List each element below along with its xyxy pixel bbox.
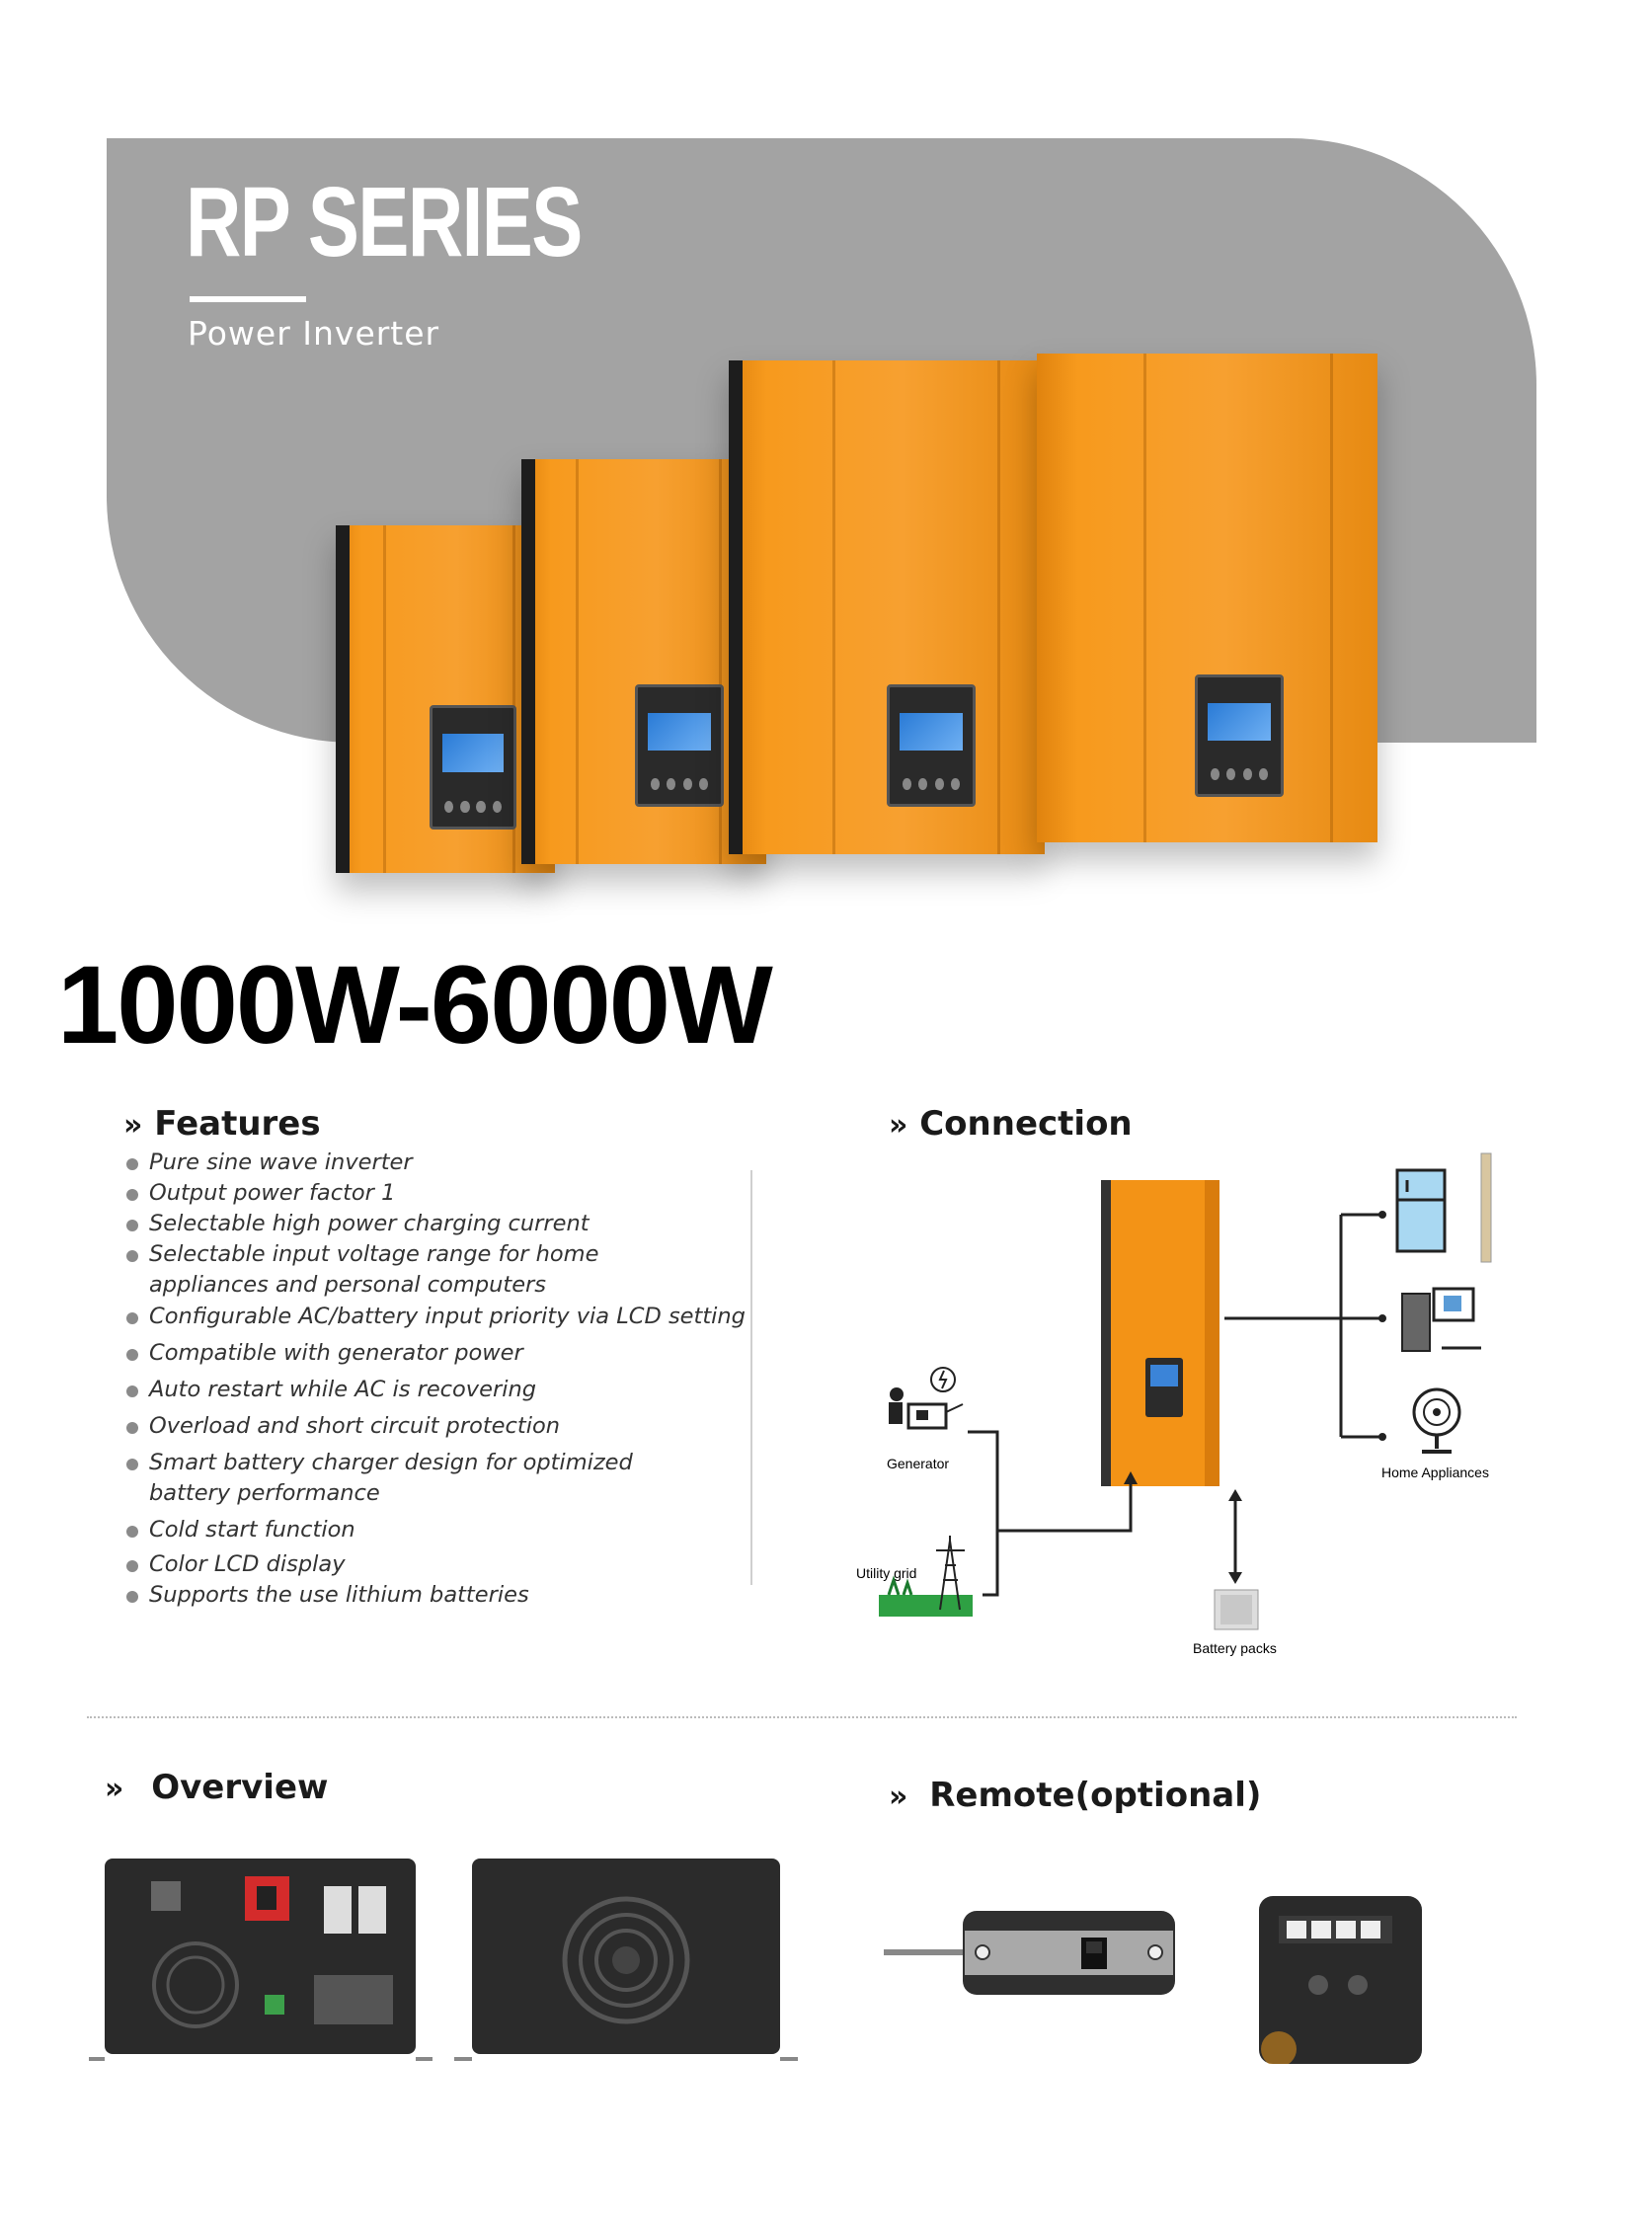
fan-icon <box>1412 1387 1461 1454</box>
feature-item: Compatible with generator power <box>126 1338 758 1369</box>
lcd-control-panel <box>1195 674 1284 797</box>
feature-item: Configurable AC/battery input priority v… <box>126 1302 758 1332</box>
feature-item: Pure sine wave inverter <box>126 1148 758 1178</box>
feature-item: Auto restart while AC is recovering <box>126 1375 758 1405</box>
transmission-tower-icon <box>879 1536 973 1617</box>
battery-pack-icon <box>1214 1589 1259 1630</box>
feature-item: Output power factor 1 <box>126 1178 758 1209</box>
feature-item: Selectable high power charging current <box>126 1209 758 1239</box>
overview-images <box>89 1859 798 2061</box>
inverter-product-1000w <box>336 525 555 873</box>
lcd-control-panel <box>887 684 976 807</box>
remote-images <box>884 1896 1422 2064</box>
home-appliances-label: Home Appliances <box>1381 1464 1489 1480</box>
battery-packs-label: Battery packs <box>1193 1640 1277 1656</box>
utility-grid-label: Utility grid <box>856 1565 916 1581</box>
generator-icon <box>889 1367 964 1430</box>
computer-icon <box>1401 1287 1481 1352</box>
title-underline <box>190 296 306 302</box>
features-list: Pure sine wave inverter Output power fac… <box>126 1148 758 1611</box>
connection-heading-label: Connection <box>919 1104 1133 1144</box>
feature-item: Color LCD display <box>126 1549 758 1580</box>
feature-item: Overload and short circuit protection <box>126 1411 758 1442</box>
fridge-icon <box>1395 1152 1492 1263</box>
remote-heading-label: Remote(optional) <box>929 1776 1262 1815</box>
feature-item: Supports the use lithium batteries <box>126 1580 758 1611</box>
inverter-product-4000w <box>729 360 1045 854</box>
chevron-double-right-icon: » <box>123 1108 143 1143</box>
lcd-control-panel <box>635 684 724 807</box>
remote-switch-image <box>884 1911 1175 1995</box>
power-range-title: 1000W-6000W <box>57 943 773 1067</box>
section-divider <box>87 1716 1517 1718</box>
feature-item: Cold start function <box>126 1515 758 1545</box>
series-subtitle: Power Inverter <box>188 314 440 353</box>
connection-diagram: Generator Utility grid Battery packs Hom <box>856 1152 1492 1656</box>
series-title: RP SERIES <box>186 167 583 277</box>
chevron-double-right-icon: » <box>889 1108 908 1143</box>
feature-item: Smart battery charger design for optimiz… <box>126 1448 758 1509</box>
inverter-product-2000w <box>521 459 766 864</box>
inverter-bottom-view-image <box>89 1859 433 2061</box>
inverter-product-6000w <box>1037 354 1377 842</box>
chevron-double-right-icon: » <box>105 1772 124 1806</box>
generator-label: Generator <box>887 1456 949 1471</box>
vertical-divider <box>750 1170 752 1585</box>
overview-heading-label: Overview <box>151 1768 329 1807</box>
overview-heading: » Overview <box>105 1768 328 1807</box>
chevron-double-right-icon: » <box>889 1780 908 1814</box>
remote-heading: » Remote(optional) <box>889 1776 1261 1815</box>
remote-lcd-panel-image <box>1259 1896 1422 2064</box>
features-heading: » Features <box>123 1104 321 1144</box>
features-heading-label: Features <box>154 1104 321 1144</box>
connection-heading: » Connection <box>889 1104 1133 1144</box>
inverter-rear-view-image <box>454 1859 798 2061</box>
feature-item: Selectable input voltage range for home … <box>126 1239 758 1301</box>
lcd-control-panel <box>430 705 516 830</box>
diagram-inverter <box>1101 1180 1219 1486</box>
